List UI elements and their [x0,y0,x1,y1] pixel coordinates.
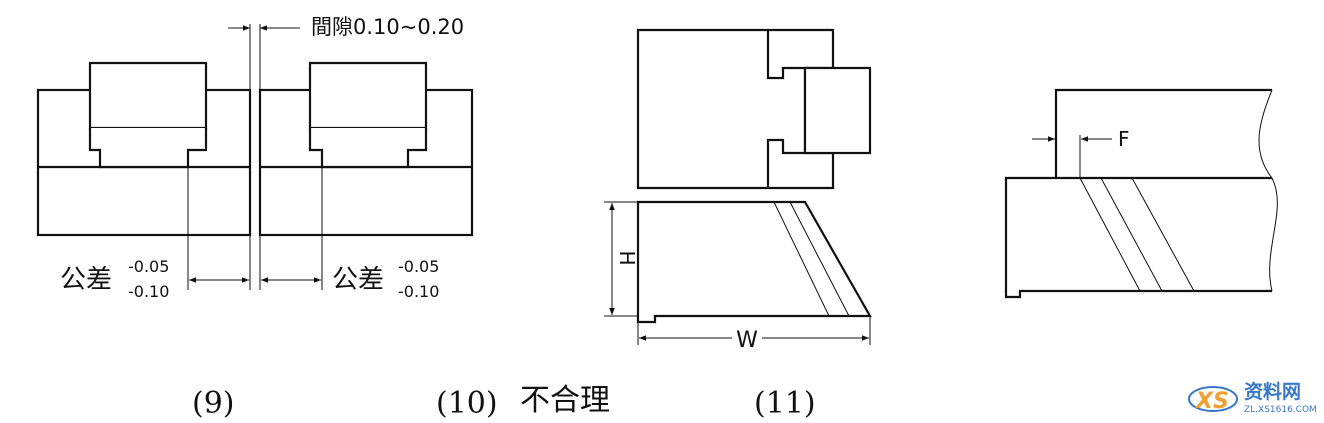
figure-11: F (11) [754,88,1278,421]
gap-label: 間隙0.10~0.20 [311,15,464,39]
tol-lower-right: -0.10 [398,282,439,301]
fig11-lower-block [1004,176,1278,299]
fig9-right-block [258,61,474,237]
tol-label-right: 公差 [332,265,384,295]
watermark-logo: XS 资料网 ZL.XS1616.COM [1188,380,1317,415]
tol-upper-left: -0.05 [128,257,169,276]
figure-10: H W (10) 不合理 [436,28,872,421]
fig10-w-dimension: W [637,316,871,353]
fig11-upper-block [1054,88,1273,179]
figure-9: 間隙0.10~0.20 公差 -0.05 -0.10 公差 -0.05 -0.1… [36,15,474,421]
fig11-caption: (11) [754,386,816,421]
watermark-url: ZL.XS1616.COM [1244,405,1317,415]
w-label: W [736,328,758,353]
fig10-h-dimension: H [604,201,639,317]
fig10-caption-text: 不合理 [520,383,610,418]
h-label: H [615,250,639,265]
fig9-left-block [36,61,252,237]
fig10-lower-block [636,200,872,324]
tol-lower-left: -0.10 [128,282,169,301]
tol-label-left: 公差 [60,265,112,295]
fig11-f-dimension: F [1032,127,1130,178]
watermark-mark: XS [1194,389,1229,414]
fig10-upper-block [636,28,872,190]
tol-upper-right: -0.05 [398,257,439,276]
watermark-swoosh-icon [1188,386,1238,412]
fig9-gap-dimension: 間隙0.10~0.20 [228,15,464,90]
fig10-caption-num: (10) [436,386,498,421]
fig9-tol-dimension-right: 公差 -0.05 -0.10 [259,167,439,301]
f-label: F [1118,127,1130,151]
watermark-name: 资料网 [1244,380,1301,403]
fig9-tol-dimension-left: 公差 -0.05 -0.10 [60,167,251,301]
fig9-caption: (9) [192,386,235,421]
